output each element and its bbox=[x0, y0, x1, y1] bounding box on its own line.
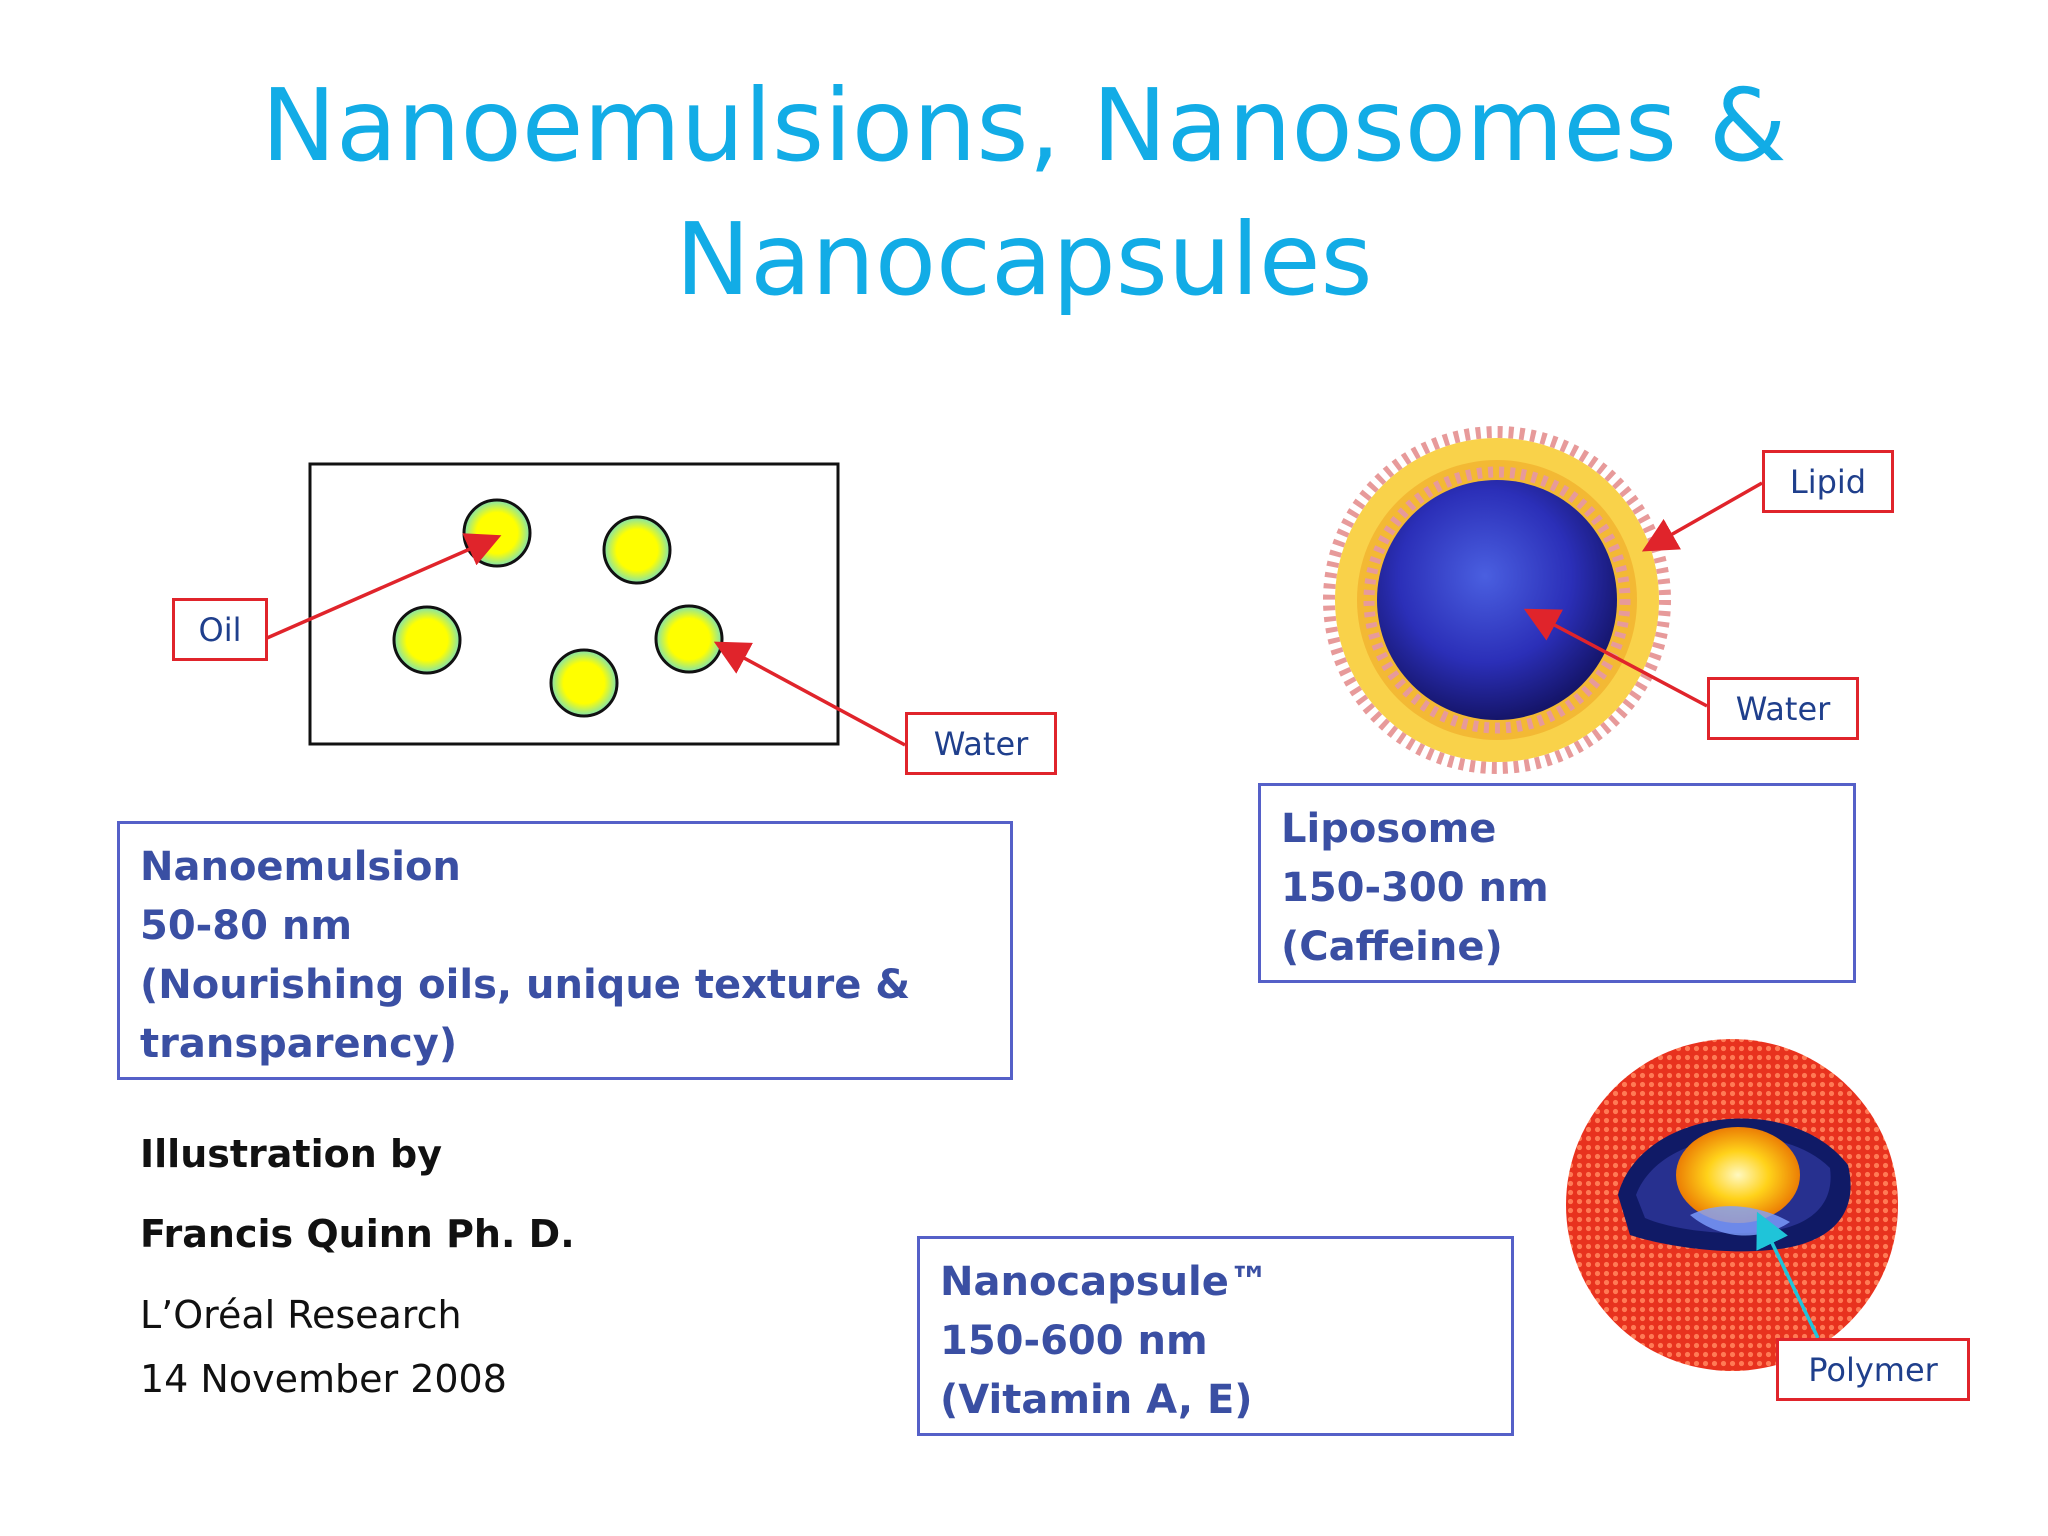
credit-illustration-by: Illustration by bbox=[140, 1132, 442, 1176]
water-label-nanoemulsion: Water bbox=[905, 712, 1057, 775]
liposome-graphic bbox=[1323, 426, 1671, 774]
liposome-name: Liposome bbox=[1281, 806, 1497, 852]
nanocapsule-size: 150-600 nm bbox=[940, 1318, 1208, 1364]
slide-title-line-1: Nanoemulsions, Nanosomes & bbox=[261, 67, 1787, 184]
nanocapsule-info-box: Nanocapsule™ 150-600 nm (Vitamin A, E) bbox=[917, 1236, 1514, 1436]
slide-title-line-2: Nanocapsules bbox=[675, 201, 1373, 318]
nanoemulsion-desc-line-1: (Nourishing oils, unique texture & bbox=[140, 962, 911, 1008]
nanoemulsion-size: 50-80 nm bbox=[140, 903, 353, 949]
nanoemulsion-desc-line-2: transparency) bbox=[140, 1021, 458, 1067]
oil-droplet bbox=[549, 648, 619, 718]
oil-arrow bbox=[266, 533, 502, 640]
polymer-arrow bbox=[1756, 1211, 1820, 1339]
oil-droplet bbox=[654, 604, 724, 674]
nanoemulsion-name: Nanoemulsion bbox=[140, 844, 461, 890]
nanocapsule-desc: (Vitamin A, E) bbox=[940, 1377, 1253, 1423]
lipid-arrow bbox=[1641, 481, 1763, 552]
oil-droplet bbox=[462, 498, 532, 568]
credit-date: 14 November 2008 bbox=[140, 1357, 507, 1401]
credit-organization: L’Oréal Research bbox=[140, 1293, 462, 1337]
liposome-info-box: Liposome 150-300 nm (Caffeine) bbox=[1258, 783, 1856, 983]
oil-droplet bbox=[602, 515, 672, 585]
nanocapsule-name: Nanocapsule™ bbox=[940, 1259, 1269, 1305]
liposome-size: 150-300 nm bbox=[1281, 865, 1549, 911]
oil-droplet bbox=[392, 605, 462, 675]
credit-author: Francis Quinn Ph. D. bbox=[140, 1212, 575, 1256]
oil-droplets bbox=[392, 498, 724, 718]
nanoemulsion-info-box: Nanoemulsion 50-80 nm (Nourishing oils, … bbox=[117, 821, 1013, 1080]
water-arrow-nanoemulsion bbox=[713, 641, 906, 747]
polymer-label: Polymer bbox=[1776, 1338, 1970, 1401]
lipid-label: Lipid bbox=[1762, 450, 1894, 513]
oil-label: Oil bbox=[172, 598, 268, 661]
nanocapsule-graphic bbox=[1566, 1039, 1898, 1371]
water-arrow-liposome bbox=[1523, 608, 1708, 708]
liposome-desc: (Caffeine) bbox=[1281, 924, 1503, 970]
water-label-liposome: Water bbox=[1707, 677, 1859, 740]
